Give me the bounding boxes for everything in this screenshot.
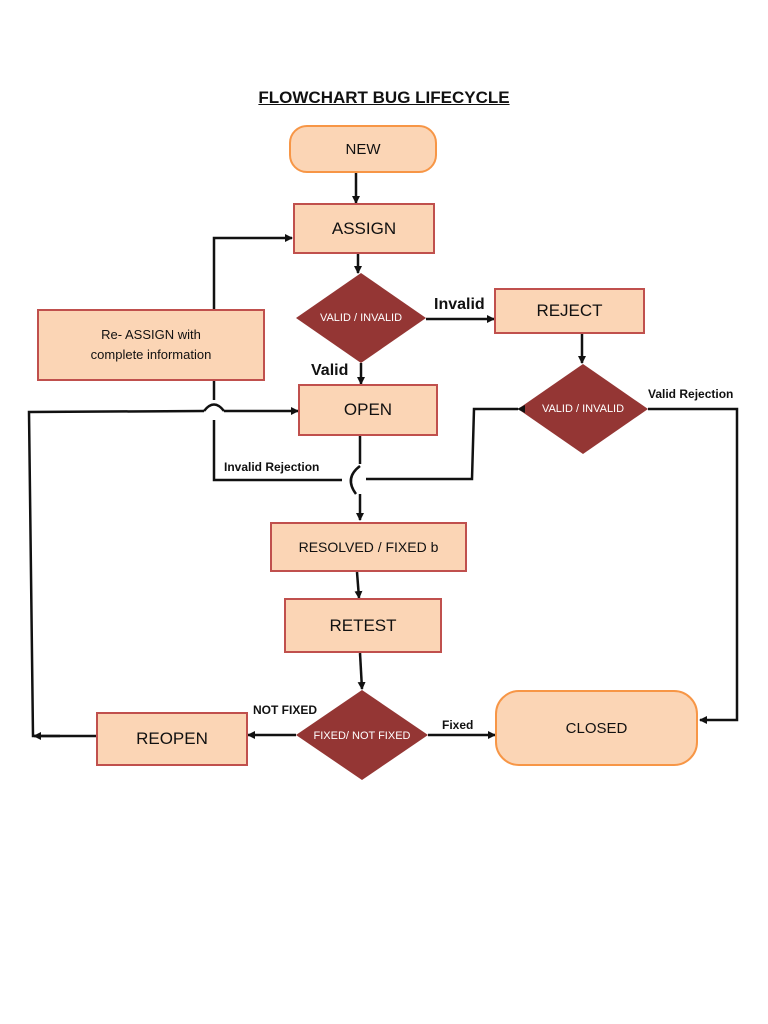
node-resolved: RESOLVED / FIXED b bbox=[270, 522, 467, 572]
edge-valid-rejection-closed bbox=[648, 407, 739, 724]
edge-label-fixed: Fixed bbox=[442, 718, 474, 732]
edge-reassign-assign bbox=[212, 234, 293, 309]
decision-fixed-not-fixed-shape bbox=[296, 690, 428, 780]
node-reject: REJECT bbox=[494, 288, 645, 334]
edge-label-invalid: Invalid bbox=[434, 296, 485, 313]
decision-valid-invalid-2-label: VALID / INVALID bbox=[541, 403, 625, 415]
edge-reopen-loop bbox=[27, 409, 205, 738]
edge-label-valid: Valid bbox=[311, 362, 349, 379]
edge-invalid-rejection-down bbox=[212, 420, 342, 482]
edge-label-valid-rejection: Valid Rejection bbox=[648, 387, 734, 401]
edge-label-not-fixed: NOT FIXED bbox=[253, 703, 318, 717]
node-retest: RETEST bbox=[284, 598, 442, 653]
node-open: OPEN bbox=[298, 384, 438, 436]
line-hop-center bbox=[349, 465, 361, 495]
edge-retest-decision3 bbox=[357, 652, 366, 690]
decision-fixed-not-fixed-label: FIXED/ NOT FIXED bbox=[313, 730, 411, 742]
decision-valid-invalid-1-shape bbox=[296, 273, 426, 363]
edge-resolved-retest bbox=[354, 571, 363, 599]
node-assign: ASSIGN bbox=[293, 203, 435, 254]
page-title: FLOWCHART BUG LIFECYCLE bbox=[258, 88, 510, 107]
node-reassign: Re- ASSIGN with complete information bbox=[37, 309, 265, 381]
decision-valid-invalid-2-shape bbox=[518, 364, 648, 454]
decision-valid-invalid-1-label: VALID / INVALID bbox=[319, 312, 403, 324]
edge-label-invalid-rejection: Invalid Rejection bbox=[224, 460, 320, 474]
edge-decision2-invalid bbox=[366, 405, 525, 481]
node-reopen: REOPEN bbox=[96, 712, 248, 766]
node-new: NEW bbox=[289, 125, 437, 173]
node-closed: CLOSED bbox=[495, 690, 698, 766]
line-hop-left bbox=[203, 403, 225, 412]
